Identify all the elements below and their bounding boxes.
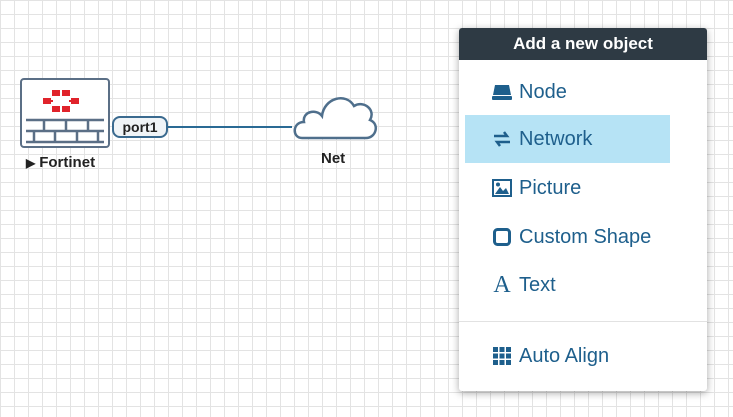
- node-icon: [491, 81, 513, 103]
- menu-item-text[interactable]: A Text: [465, 261, 670, 309]
- fortinet-node[interactable]: ▶Fortinet: [20, 78, 112, 174]
- network-label[interactable]: Net: [321, 150, 346, 167]
- firewall-icon: [20, 78, 110, 148]
- add-object-menu: Add a new object Node Network Picture Cu…: [459, 28, 707, 391]
- menu-item-node[interactable]: Node: [465, 68, 670, 116]
- menu-item-picture[interactable]: Picture: [465, 164, 670, 212]
- node-name: Fortinet: [39, 154, 96, 171]
- menu-item-auto-align[interactable]: Auto Align: [465, 332, 670, 380]
- menu-item-label: Text: [519, 273, 556, 296]
- port-badge[interactable]: port1: [112, 116, 168, 138]
- text-icon: A: [493, 271, 511, 298]
- menu-title: Add a new object: [459, 28, 707, 60]
- menu-item-network[interactable]: Network: [465, 115, 670, 163]
- grid-icon: [491, 345, 513, 367]
- menu-item-label: Custom Shape: [519, 225, 652, 248]
- node-label[interactable]: ▶Fortinet: [26, 154, 95, 171]
- menu-item-custom-shape[interactable]: Custom Shape: [465, 213, 670, 261]
- picture-icon: [491, 177, 513, 199]
- menu-item-label: Auto Align: [519, 344, 610, 367]
- menu-divider: [459, 321, 707, 322]
- play-icon[interactable]: ▶: [26, 156, 36, 170]
- custom-shape-icon: [491, 226, 513, 248]
- menu-item-label: Network: [519, 127, 593, 150]
- menu-item-label: Node: [519, 80, 567, 103]
- connection-line[interactable]: [168, 126, 292, 128]
- network-icon: [491, 128, 513, 150]
- cloud-icon[interactable]: [290, 86, 380, 146]
- menu-item-label: Picture: [519, 176, 582, 199]
